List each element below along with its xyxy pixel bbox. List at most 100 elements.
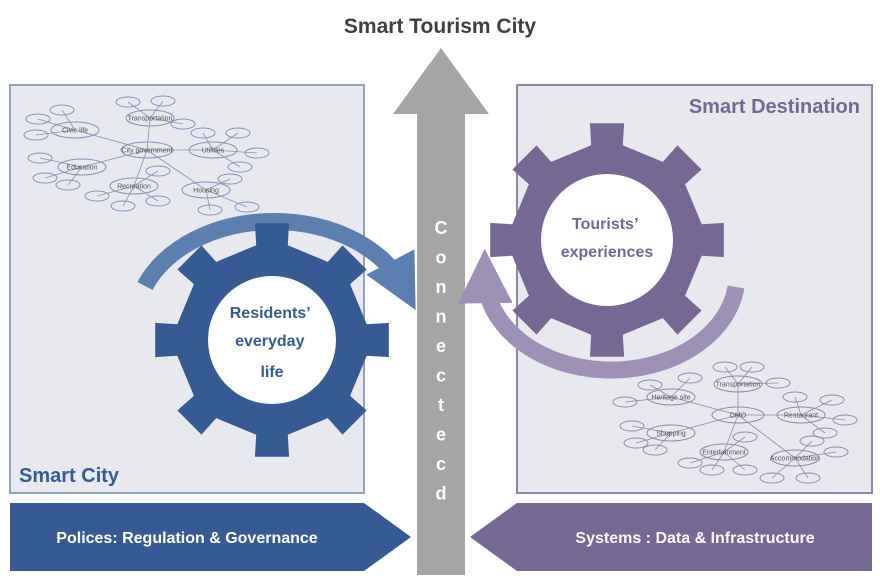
satellite-node-bubble [150,95,176,107]
destination-cycle-arrow [458,248,745,379]
residents-gear-text: Residents’ everyday life [230,305,314,381]
satellite-node-bubble [732,464,758,476]
satellite-node-bubble [55,179,81,191]
network-node-label: Housing [193,188,219,195]
center-node-bubble [711,406,765,424]
residents-line-1: Residents’ [230,305,310,322]
satellite-node-bubble [759,472,785,484]
tourists-gear-hub [541,174,673,306]
satellite-node-bubble [23,129,49,141]
regulation-governance-label: Polices: Regulation & Governance [56,530,318,547]
satellite-node-bubble [739,361,765,373]
city-cycle-arrow [137,213,416,311]
network-node-label: Entertainment [702,450,746,457]
satellite-node-bubble [623,437,649,449]
satellite-node-bubble [619,420,645,432]
network-node-bubble [50,121,100,139]
satellite-node-bubble [217,173,243,185]
network-node-label: Transportation [128,116,173,123]
center-node-bubble [120,141,174,159]
center-node-label: City government [122,148,173,155]
tourists-line-2: experiences [561,244,654,261]
connected-letter: c [436,366,446,386]
connected-letter: e [436,425,446,445]
satellite-node-bubble [110,200,136,212]
network-node-label: Recreation [117,184,151,191]
satellite-node-bubble [637,379,663,391]
network-node-bubble [770,449,820,467]
network-node-bubble [109,177,159,195]
residents-line-3: life [260,364,283,381]
data-infrastructure-arrow [470,503,872,571]
network-node-label: Education [66,165,97,172]
network-node-bubble [699,443,749,461]
connected-letter: d [436,484,447,504]
satellite-node-bubble [49,104,75,116]
connected-letter: n [436,277,447,297]
network-node-label: Shopping [656,431,686,438]
diagram-title: Smart Tourism City [344,15,536,38]
network-node-bubble [646,388,696,406]
satellite-node-bubble [677,457,703,469]
network-node-bubble [646,424,696,442]
satellite-node-bubble [799,435,825,447]
connected-letter: e [436,336,446,356]
residents-gear-hub [208,276,336,404]
satellite-node-bubble [699,464,725,476]
connected-letter: c [436,454,446,474]
satellite-node-bubble [642,444,668,456]
satellite-node-bubble [84,190,110,202]
network-node-bubble [713,375,763,393]
residents-line-2: everyday [235,333,304,350]
connected-letter: C [435,218,448,238]
satellite-node-bubble [712,361,738,373]
network-node-label: Civic life [62,128,88,135]
satellite-node-bubble [145,195,171,207]
satellite-node-bubble [832,414,858,426]
network-node-bubble [188,141,238,159]
center-node-label: DMO [730,413,747,420]
smart-city-label: Smart City [19,465,120,487]
satellite-node-bubble [765,377,791,389]
connected-letter: t [438,395,444,415]
network-node-bubble [125,109,175,127]
regulation-governance-arrow [10,503,411,571]
satellite-node-bubble [782,391,808,403]
satellite-node-bubble [795,472,821,484]
residents-gear [155,223,389,457]
satellite-node-bubble [145,165,171,177]
connected-up-arrow [393,48,489,575]
satellite-node-bubble [25,113,51,125]
satellite-node-bubble [115,96,141,108]
data-infrastructure-label: Systems : Data & Infrastructure [575,530,814,547]
satellite-node-bubble [170,118,196,130]
satellite-node-bubble [677,372,703,384]
satellite-node-bubble [812,427,838,439]
satellite-node-bubble [819,394,845,406]
network-node-bubble [181,181,231,199]
satellite-node-bubble [32,172,58,184]
satellite-node-bubble [612,396,638,408]
satellite-node-bubble [190,127,216,139]
tourists-gear-text: Tourists’ experiences [561,216,654,261]
satellite-node-bubble [244,147,270,159]
network-node-bubble [57,158,107,176]
network-node-bubble [776,406,826,424]
satellite-node-bubble [823,446,849,458]
network-node-label: Accommodation [770,456,820,463]
network-node-label: Utilities [202,148,225,155]
satellite-node-bubble [227,161,253,173]
satellite-node-bubble [225,127,251,139]
network-node-label: Transportation [716,382,761,389]
tourists-line-1: Tourists’ [572,216,638,233]
network-node-label: Heritage site [651,395,690,402]
network-node-label: Restaurant [784,413,818,420]
satellite-node-bubble [27,152,53,164]
tourists-gear [490,123,724,357]
connected-letter: n [436,307,447,327]
connected-letter: o [436,248,447,268]
